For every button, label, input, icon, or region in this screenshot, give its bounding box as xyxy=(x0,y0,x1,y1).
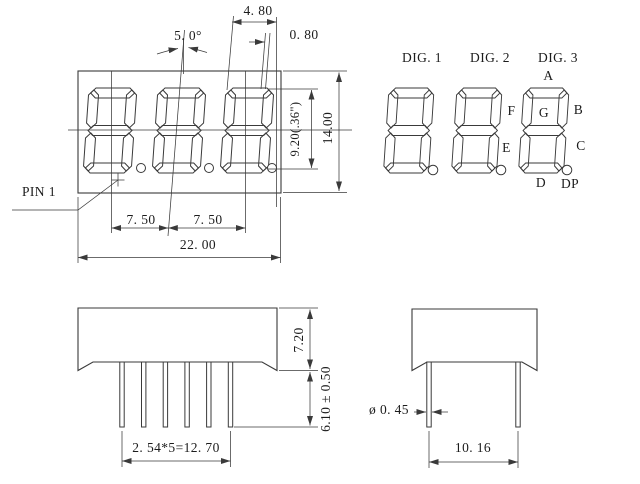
dim-pin-pitch: 2. 54*5=12. 70 xyxy=(132,440,219,455)
segment-diagram: DIG. 1 DIG. 2 DIG. 3 A F G B E C D DP xyxy=(382,50,585,191)
end-body-outline xyxy=(411,308,538,372)
diagram-digit-2 xyxy=(450,87,503,174)
segment-f-label: F xyxy=(508,103,516,118)
dim-body-height: 7.20 xyxy=(291,327,306,352)
side-view: 7.20 6.10 ± 0.50 2. 54*5=12. 70 xyxy=(77,307,333,467)
segment-a-label: A xyxy=(543,68,553,83)
front-view: 5. 0° 4. 80 0. 80 9.20(.36") 14.00 7. 50… xyxy=(12,3,352,263)
front-dp-1 xyxy=(136,163,146,173)
diagram-dp-2 xyxy=(495,164,507,176)
pin1-leader-line xyxy=(12,179,119,211)
side-pin-6 xyxy=(227,361,234,428)
segment-d-label: D xyxy=(536,175,546,190)
side-pin-3 xyxy=(162,361,169,428)
front-dp-2 xyxy=(204,163,214,173)
side-pin-5 xyxy=(206,361,212,428)
diagram-dp-1 xyxy=(427,164,439,176)
segment-c-label: C xyxy=(576,138,585,153)
dim-segment-length: 4. 80 xyxy=(244,3,273,18)
dim-package-width: 22. 00 xyxy=(180,237,216,252)
segment-b-label: B xyxy=(574,102,583,117)
dim-pin-length: 6.10 ± 0.50 xyxy=(318,366,333,432)
segment-dp-label: DP xyxy=(561,176,579,191)
dim-segment-width: 0. 80 xyxy=(290,27,319,42)
dim-pitch-left: 7. 50 xyxy=(127,212,156,227)
package-outline xyxy=(77,70,282,194)
diagram-dp-3 xyxy=(561,164,573,176)
side-pin-1 xyxy=(119,361,125,428)
tilt-line xyxy=(167,29,185,237)
side-pin-4 xyxy=(184,361,190,428)
dim-digit-height: 9.20(.36") xyxy=(288,102,302,157)
segment-e-label: E xyxy=(502,140,511,155)
segment-g-label: G xyxy=(539,105,549,120)
ext-line-4_80 xyxy=(226,15,234,91)
side-body-outline xyxy=(77,307,278,372)
front-digit-3 xyxy=(219,87,275,174)
end-view: ø 0. 45 10. 16 xyxy=(369,308,538,468)
angle-arc-right xyxy=(188,46,208,53)
ext-tick-0_80-b xyxy=(265,32,271,90)
dig3-label: DIG. 3 xyxy=(538,50,578,65)
front-dp-3 xyxy=(267,163,277,173)
diagram-digit-3 xyxy=(517,87,570,174)
side-pin-2 xyxy=(141,361,147,428)
dig1-label: DIG. 1 xyxy=(402,50,442,65)
dim-package-height: 14.00 xyxy=(320,112,335,144)
ext-tick-0_80-a xyxy=(260,32,266,90)
dim-row-spacing: 10. 16 xyxy=(455,440,491,455)
dim-pitch-right: 7. 50 xyxy=(194,212,223,227)
diagram-digit-1 xyxy=(382,87,435,174)
angle-arc-left xyxy=(156,47,179,55)
dig2-label: DIG. 2 xyxy=(470,50,510,65)
end-pin-right xyxy=(515,361,521,428)
pin1-label: PIN 1 xyxy=(22,184,56,199)
end-pin-left xyxy=(426,361,432,428)
front-digit-1 xyxy=(82,87,138,174)
dim-pin-diameter: ø 0. 45 xyxy=(369,402,409,417)
dim-angle: 5. 0° xyxy=(174,28,202,43)
